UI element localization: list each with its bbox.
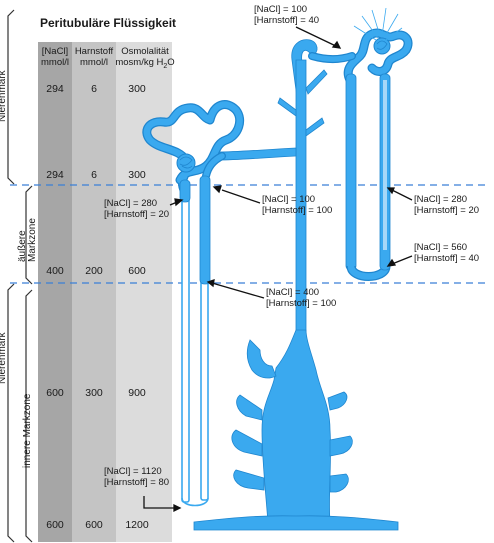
label-innere-markzone: innere Markzone [22,393,33,468]
descending-limb-left [181,185,190,503]
vessel-tuft [353,7,403,41]
value-harnstoff-0: 6 [91,83,97,95]
value-osmo-2: 600 [128,265,146,277]
collecting-duct [193,39,399,531]
right-nephron [308,7,413,281]
value-harnstoff-4: 600 [85,519,103,531]
header-osmolalitaet: Osmolalität mosm/kg H2O [115,46,175,70]
value-osmo-3: 900 [128,387,146,399]
region-brackets [7,9,33,543]
annotation-bottom-1120: [NaCl] = 1120[Harnstoff] = 80 [104,466,170,488]
thick-ascending-limb-left [199,175,211,285]
header-nacl: [NaCl]mmol/l [41,46,69,68]
value-harnstoff-1: 6 [91,169,97,181]
value-harnstoff-2: 200 [85,265,103,277]
value-nacl-3: 600 [46,387,64,399]
left-nephron [142,100,245,507]
annotation-mid-400: [NaCl] = 400[Harnstoff] = 100 [266,287,337,309]
label-nierenmark-bottom: Nierenmark [0,332,8,384]
annotation-arrows [143,26,413,513]
ascending-limb-left [200,279,209,501]
column-nacl [38,42,72,542]
annotation-right-560: [NaCl] = 560[Harnstoff] = 40 [414,242,480,264]
value-nacl-2: 400 [46,265,64,277]
column-harnstoff [72,42,116,542]
value-nacl-0: 294 [46,83,64,95]
annotation-descending-280: [NaCl] = 280[Harnstoff] = 20 [104,198,170,220]
value-osmo-0: 300 [128,83,146,95]
value-osmo-1: 300 [128,169,146,181]
value-nacl-1: 294 [46,169,64,181]
annotation-top: [NaCl] = 100[Harnstoff] = 40 [254,4,320,26]
annotation-right-280: [NaCl] = 280[Harnstoff] = 20 [414,194,480,216]
glomerulus-right [373,37,391,55]
value-harnstoff-3: 300 [85,387,103,399]
annotation-ascending-100: [NaCl] = 100[Harnstoff] = 100 [262,194,333,216]
label-nierenmark-top: Nierenmark [0,70,8,122]
value-osmo-4: 1200 [125,519,149,531]
value-nacl-4: 600 [46,519,64,531]
table-title: Peritubuläre Flüssigkeit [40,16,177,30]
